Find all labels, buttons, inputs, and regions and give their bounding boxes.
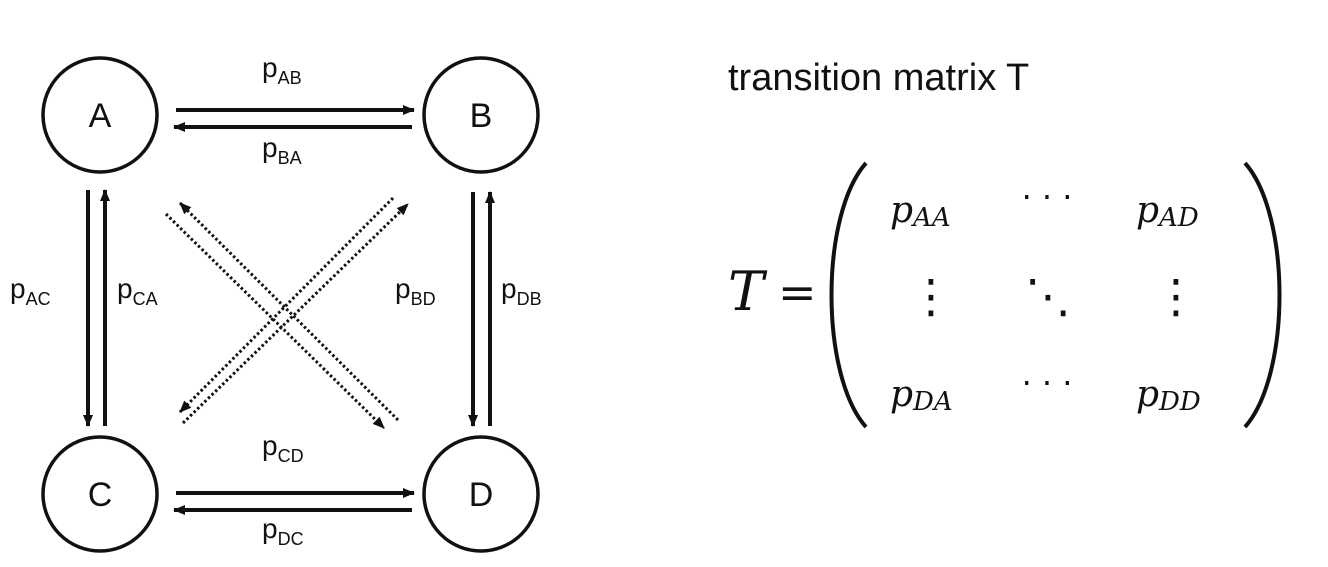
matrix-cell-aa: pAA [890,190,951,233]
matrix-equals-sign: = [778,265,817,319]
edge-label-dc: pDC [262,513,304,549]
matrix-hdots-bottom: · · · [1022,364,1073,402]
matrix-lhs-symbol: T [728,260,768,323]
edge-b-to-c-dotted-a [178,196,395,414]
matrix-vdots-left: ⋮ [908,269,954,323]
node-d-label: D [469,476,494,514]
node-b: B [422,56,540,174]
edge-label-ca: pCA [117,273,158,309]
matrix-ddots-center: ⋱ [1025,269,1071,323]
edge-label-bd: pBD [395,273,436,309]
edge-label-db: pDB [501,273,542,309]
matrix-cell-da: pDA [890,374,953,417]
matrix-right-paren [1243,161,1282,429]
node-b-label: B [470,97,493,135]
matrix-cell-dd: pDD [1136,374,1201,417]
edge-label-ab: pAB [262,52,302,88]
node-d: D [422,435,540,553]
edge-label-ba: pBA [262,132,302,168]
node-a-label: A [89,97,112,135]
edge-c-to-b-dotted-a [181,202,410,425]
matrix-vdots-right: ⋮ [1153,269,1199,323]
matrix-cell-ad: pAD [1136,190,1199,233]
matrix-title: transition matrix T [728,57,1029,99]
matrix-hdots-top: · · · [1022,178,1073,216]
edge-label-ac: pAC [10,273,51,309]
diagonal-edges [164,196,410,430]
node-a: A [41,56,159,174]
edge-label-cd: pCD [262,430,304,466]
edge-d-to-a-dotted-a [178,201,400,422]
node-c: C [41,435,159,553]
edge-a-to-d-dotted-a [164,212,386,430]
node-c-label: C [88,476,113,514]
matrix-left-paren [829,161,868,429]
